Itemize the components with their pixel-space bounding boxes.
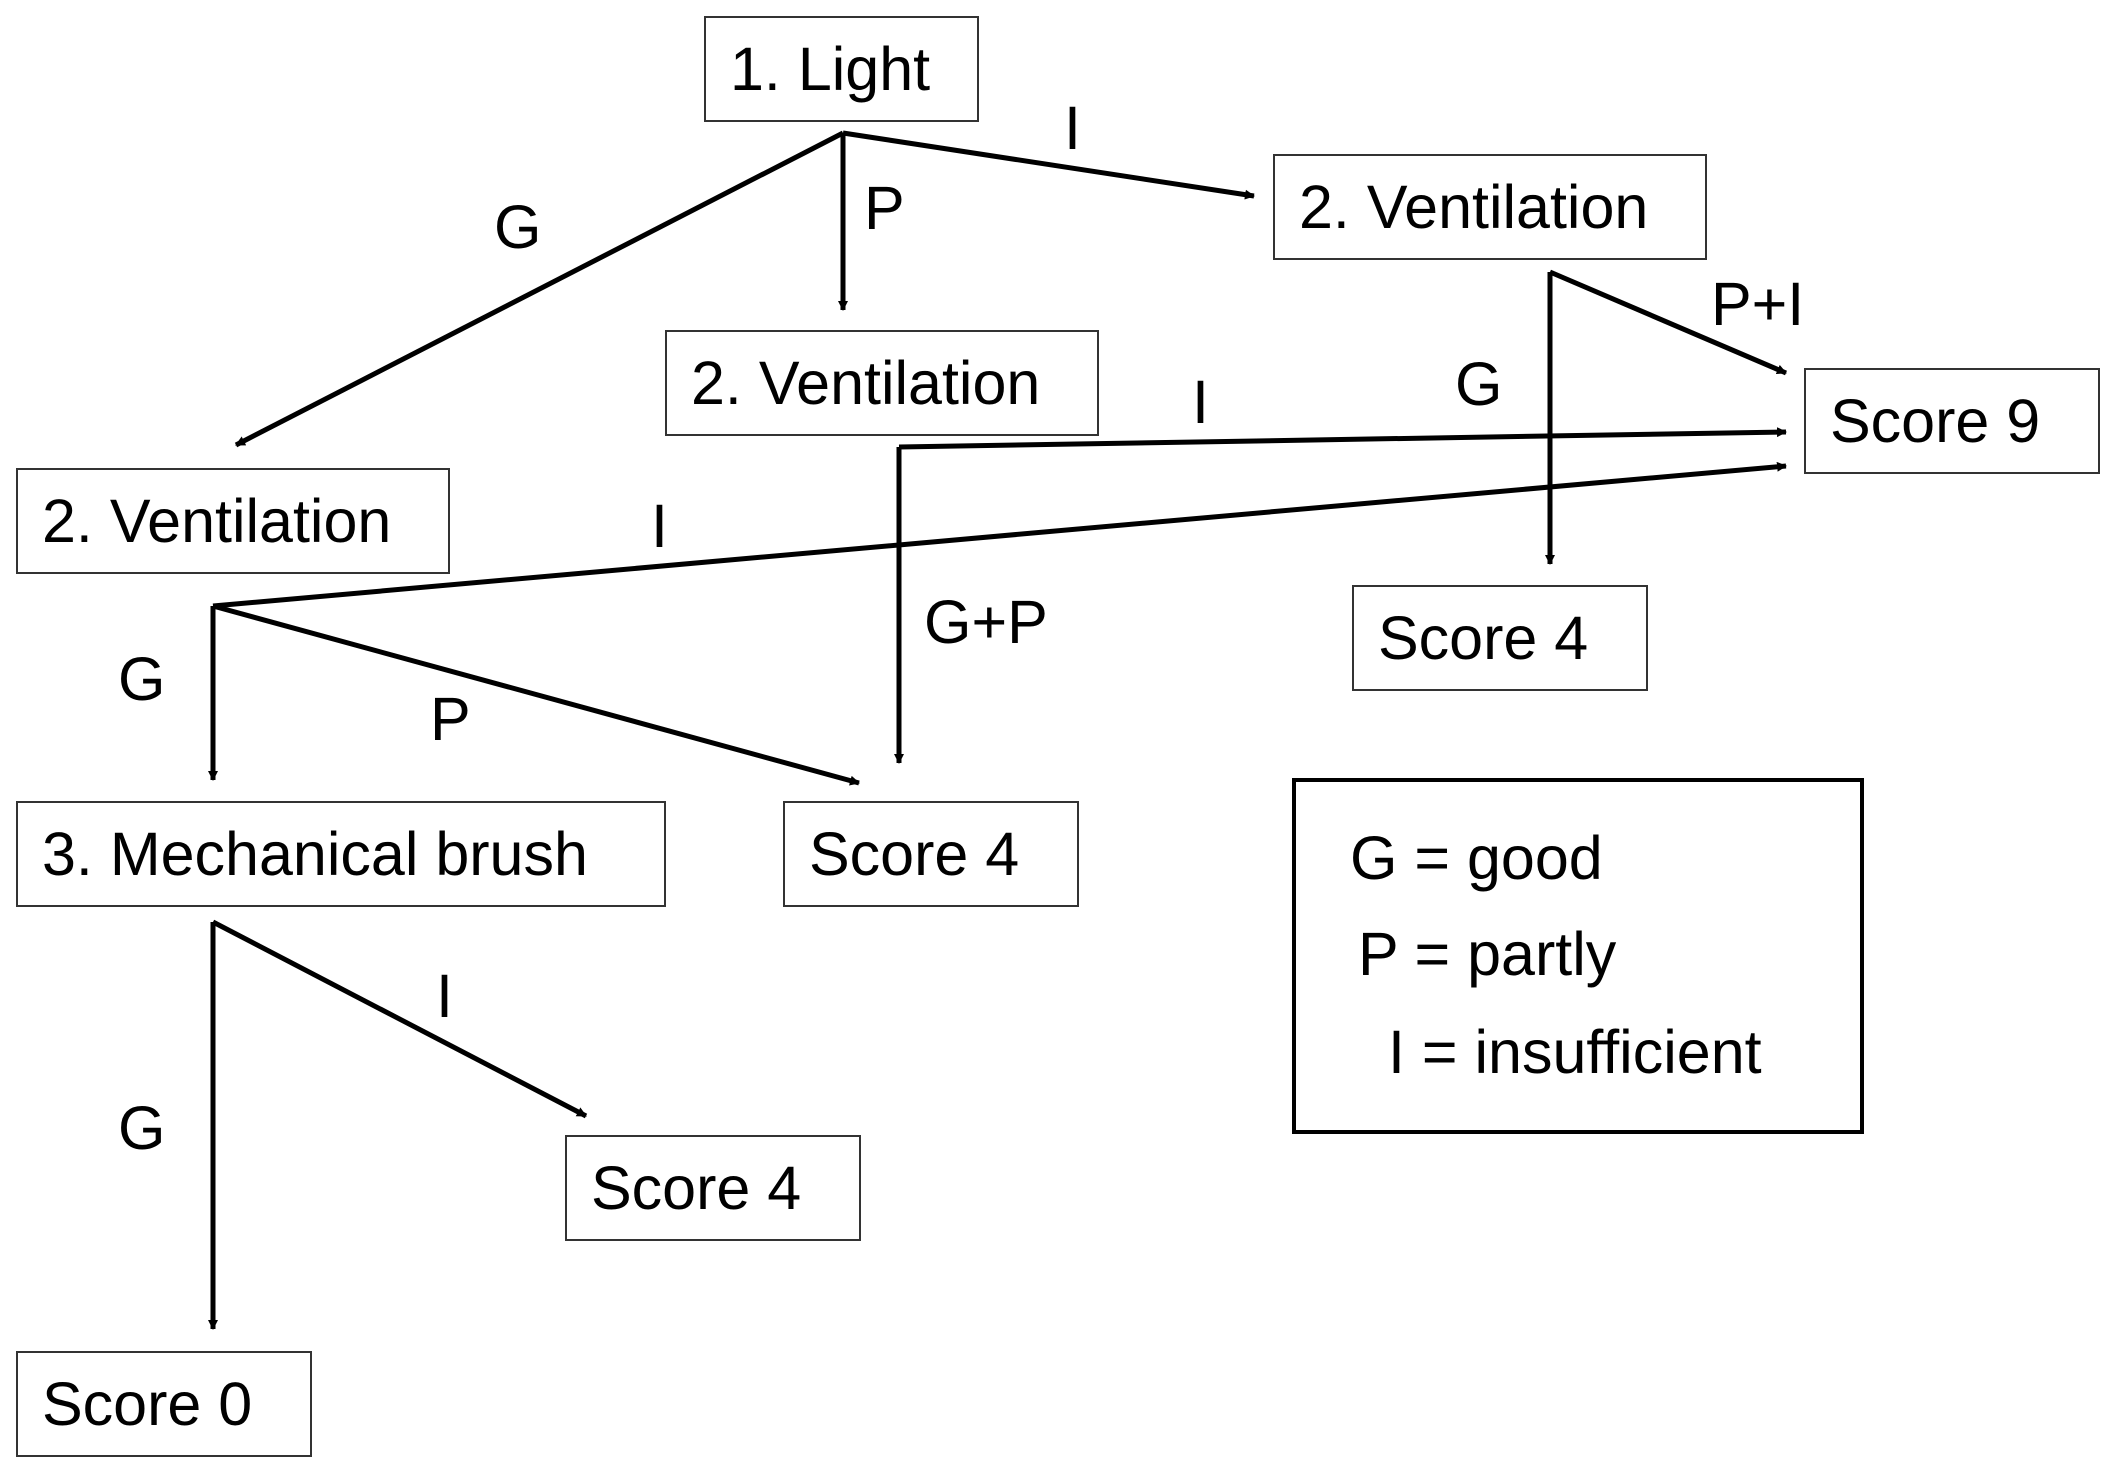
legend-box: G = good P = partly I = insufficient (1292, 778, 1864, 1134)
node-score-4-bottom-label: Score 4 (591, 1153, 802, 1222)
node-ventilation-middle: 2. Ventilation (665, 330, 1099, 436)
node-score-4-middle: Score 4 (783, 801, 1079, 907)
node-ventilation-top-right-label: 2. Ventilation (1299, 172, 1649, 241)
edge-label-vent-left-p: P (430, 685, 471, 753)
node-score-0-label: Score 0 (42, 1369, 253, 1438)
node-ventilation-top-right: 2. Ventilation (1273, 154, 1707, 260)
arrow-ventilation-right-to-score-9 (1549, 269, 1787, 376)
node-score-9: Score 9 (1804, 368, 2100, 474)
arrow-light-to-ventilation-right (842, 130, 1255, 200)
arrow-ventilation-middle-to-score-9 (898, 427, 1787, 450)
arrow-ventilation-left-to-score-9 (212, 461, 1787, 609)
node-mechanical-brush: 3. Mechanical brush (16, 801, 666, 907)
edge-label-vent-right-p-plus-i: P+I (1711, 270, 1805, 338)
edge-label-vent-right-g: G (1455, 350, 1503, 418)
node-score-9-label: Score 9 (1830, 386, 2041, 455)
node-score-4-right-label: Score 4 (1378, 603, 1589, 672)
edge-label-vent-left-g: G (118, 645, 166, 713)
node-light-label: 1. Light (730, 34, 931, 103)
edge-label-brush-g: G (118, 1094, 166, 1162)
legend-partly: P = partly (1358, 920, 1617, 988)
edge-label-brush-i: I (436, 962, 453, 1030)
node-score-4-middle-label: Score 4 (809, 819, 1020, 888)
node-ventilation-middle-label: 2. Ventilation (691, 348, 1041, 417)
node-mechanical-brush-label: 3. Mechanical brush (42, 819, 588, 888)
legend-good: G = good (1350, 824, 1603, 892)
edge-label-light-p: P (864, 174, 905, 242)
edge-label-vent-middle-i: I (1192, 368, 1209, 436)
node-ventilation-left: 2. Ventilation (16, 468, 450, 574)
node-score-0: Score 0 (16, 1351, 312, 1457)
edge-label-vent-middle-g-plus-p: G+P (924, 588, 1048, 656)
legend-insufficient: I = insufficient (1388, 1018, 1762, 1086)
edge-label-light-g: G (494, 193, 542, 261)
arrow-brush-to-score-4 (211, 919, 588, 1119)
edge-label-vent-left-i: I (651, 492, 668, 560)
edge-label-light-i: I (1064, 94, 1081, 162)
node-ventilation-left-label: 2. Ventilation (42, 486, 392, 555)
node-score-4-right: Score 4 (1352, 585, 1648, 691)
arrow-light-to-ventilation-left (234, 130, 845, 448)
node-score-4-bottom: Score 4 (565, 1135, 861, 1241)
arrow-ventilation-left-to-score-4 (212, 603, 860, 786)
node-light: 1. Light (704, 16, 979, 122)
